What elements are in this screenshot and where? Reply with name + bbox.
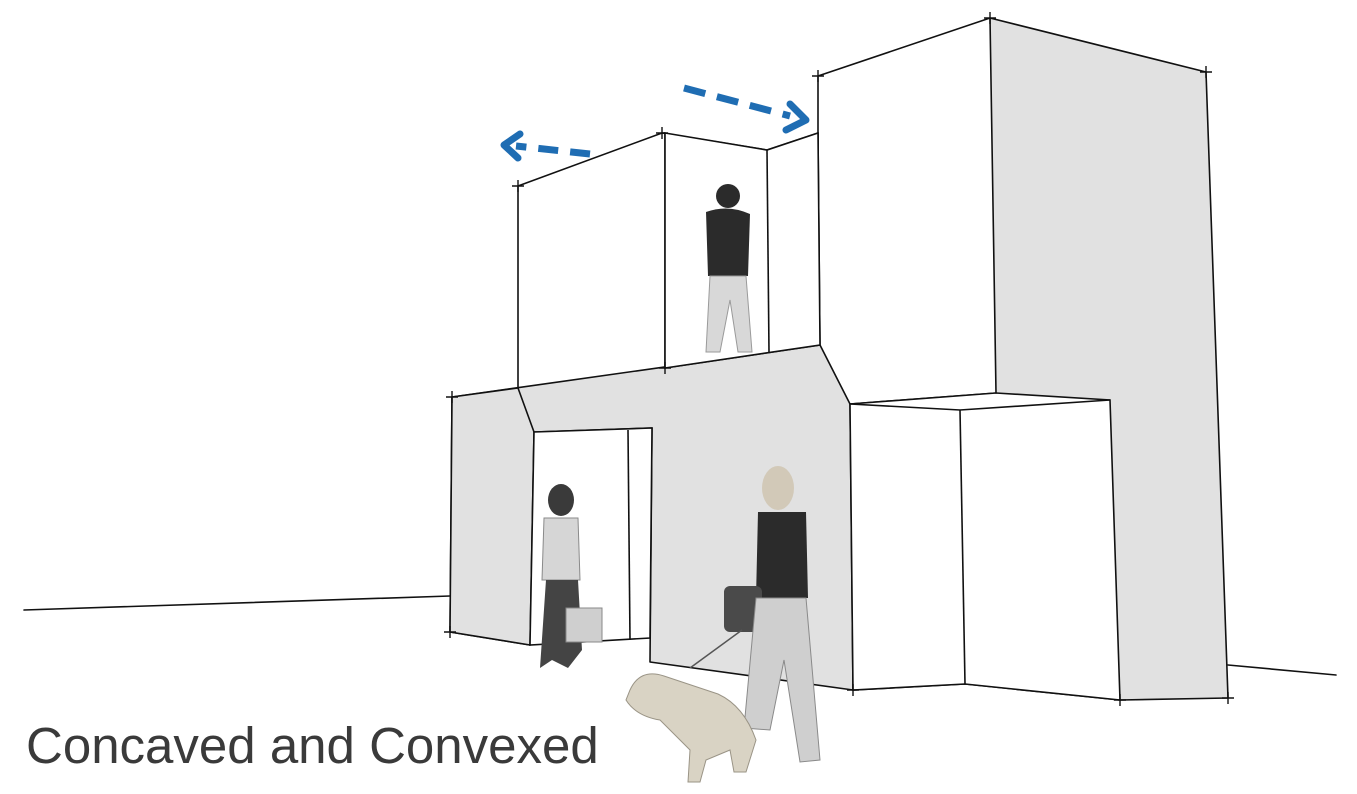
ground-line-right <box>1227 664 1337 676</box>
arrow-left-dashed <box>515 142 591 158</box>
woman-doorway-figure <box>540 484 603 668</box>
upper-window-jamb <box>766 149 770 353</box>
dog-figure <box>625 673 757 783</box>
doorway-jamb <box>627 429 631 641</box>
corner-ticks <box>444 12 1234 706</box>
arrow-right-head <box>782 100 810 134</box>
ground-line <box>23 595 451 611</box>
lower-right-recess <box>849 392 1121 701</box>
recess-inner-edge <box>959 409 966 685</box>
caption-title: Concaved and Convexed <box>26 717 599 774</box>
movement-arrows <box>515 84 791 158</box>
man-figure <box>705 184 753 353</box>
recess-top-edge <box>849 399 1111 411</box>
arrow-left-head <box>500 130 524 162</box>
woman-with-dog-figure <box>689 466 821 763</box>
left-block <box>449 387 535 646</box>
arrow-right-dashed <box>683 84 791 120</box>
